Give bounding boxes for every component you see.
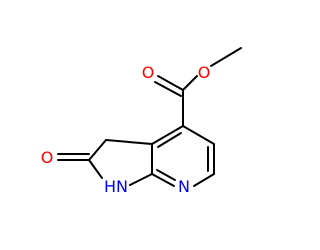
atom-carbonyl-oxygen: O	[142, 63, 155, 82]
molecule-structure: O O O HN N	[41, 47, 242, 196]
bond-c3a-c3	[105, 139, 153, 145]
bond-c6-n7	[193, 173, 215, 187]
bond-c3a-c4-inner	[157, 132, 182, 148]
bond-c3a-c4	[151, 125, 184, 145]
bond-c3-c2	[88, 139, 107, 161]
bond-n7-c7a	[151, 173, 175, 187]
atom-lactam-oxygen: O	[41, 148, 54, 167]
molecule-canvas: O O O HN N	[41, 47, 242, 196]
bond-carbonyl-double	[157, 75, 184, 91]
bond-n7-c7a-inner	[156, 169, 176, 181]
atom-lactam-nitrogen: HN	[104, 177, 128, 196]
bond-carbonyl-double-inner	[154, 81, 182, 97]
bond-c2-n1	[88, 159, 103, 179]
bond-c4-c5	[182, 125, 215, 145]
atom-pyridine-nitrogen: N	[178, 177, 190, 196]
atom-ester-oxygen: O	[198, 63, 211, 82]
bond-methyl-ester-oxygen	[210, 47, 242, 67]
bond-ester-oxygen-carbonyl	[182, 75, 198, 91]
bond-n1-c7a	[129, 173, 153, 186]
